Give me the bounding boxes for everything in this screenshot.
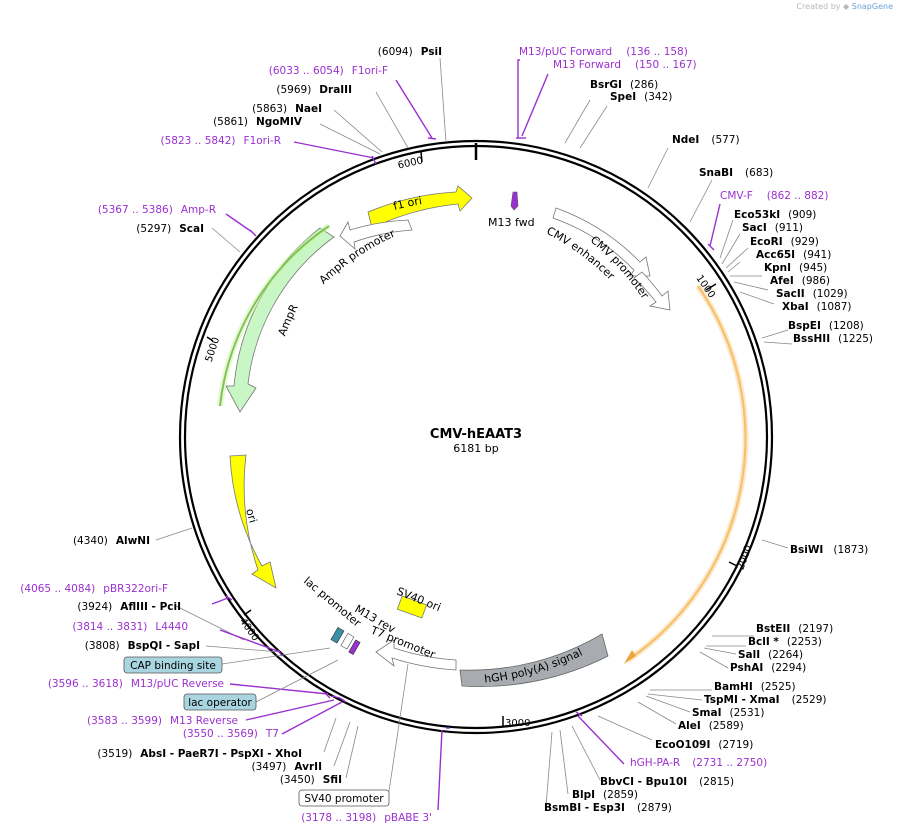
site-kpni[interactable]: KpnI(945) — [764, 262, 827, 274]
feature-sv40-ori[interactable] — [396, 595, 428, 619]
site-ecoo109i[interactable]: EcoO109I(2719) — [655, 739, 753, 751]
primer-t7[interactable]: (3550 .. 3569)T7 — [183, 728, 279, 740]
site-bcli[interactable]: BclI *(2253) — [748, 636, 822, 648]
branding: Created by ◆ SnapGene — [796, 2, 893, 11]
site-sacii[interactable]: SacII(1029) — [776, 288, 848, 300]
feature-arrow-ampr-promoter[interactable] — [339, 219, 413, 251]
site-snabi[interactable]: SnaBI(683) — [699, 167, 773, 179]
site-sfii[interactable]: (3450)SfiI — [280, 774, 342, 786]
site-psii[interactable]: (6094)PsiI — [378, 46, 442, 58]
tick-3000: 3000 — [505, 718, 530, 729]
enzyme-sites-right: BsrGI(286) SpeI(342) NdeI(577) SnaBI(683… — [544, 79, 873, 814]
site-bsteii[interactable]: BstEII(2197) — [756, 623, 833, 635]
feature-arrow-f1-ori[interactable] — [367, 185, 473, 229]
site-absi-xhoi[interactable]: (3519)AbsI - PaeR7I - PspXI - XhoI — [97, 748, 302, 760]
site-alwni[interactable]: (4340)AlwNI — [73, 535, 150, 547]
primer-m13-forward[interactable]: M13 Forward(150 .. 167) — [553, 59, 697, 71]
site-xbai[interactable]: XbaI(1087) — [782, 301, 852, 313]
site-spei[interactable]: SpeI(342) — [610, 91, 672, 103]
primer-f1ori-r[interactable]: (5823 .. 5842)F1ori-R — [161, 135, 281, 147]
site-bsrgi[interactable]: BsrGI(286) — [590, 79, 658, 91]
feature-arrow-hgh-polya[interactable] — [459, 633, 609, 687]
boxed-label-lines — [221, 647, 409, 799]
site-bbvci-bpu10i[interactable]: BbvCI - Bpu10I(2815) — [600, 776, 734, 788]
site-afei[interactable]: AfeI(986) — [770, 275, 830, 287]
lac-operator-box[interactable] — [183, 693, 257, 711]
orf-main-glow — [626, 284, 749, 663]
enzyme-sites-left: (6094)PsiI (5969)DraIII (5863)NaeI (5861… — [73, 46, 442, 786]
primer-hgh-pa-r[interactable]: hGH-PA-R(2731 .. 2750) — [630, 757, 767, 769]
site-saci[interactable]: SacI(911) — [742, 222, 803, 234]
primer-m13-puc-forward[interactable]: M13/pUC Forward(136 .. 158) — [519, 46, 688, 58]
feature-arrow-m13-fwd[interactable] — [510, 191, 519, 211]
plasmid-name: CMV-hEAAT3 — [430, 427, 522, 442]
primer-m13-reverse[interactable]: (3583 .. 3599)M13 Reverse — [87, 715, 238, 727]
cap-binding-site-label: CAP binding site — [130, 660, 216, 672]
feature-label-ampr: AmpR — [276, 302, 301, 338]
site-sali[interactable]: SalI(2264) — [738, 649, 803, 661]
site-bsshii[interactable]: BssHII(1225) — [793, 333, 873, 345]
sv40-promoter-label: SV40 promoter — [304, 793, 384, 805]
feature-label-ori: ori — [243, 507, 259, 524]
feature-label-m13-fwd: M13 fwd — [488, 216, 535, 229]
sv40-promoter-box[interactable] — [298, 789, 390, 807]
orf-main-arrowhead — [624, 650, 636, 664]
site-tspmi-xmai[interactable]: TspMI - XmaI(2529) — [704, 694, 827, 706]
app-name: SnapGene — [851, 2, 893, 11]
site-draiii[interactable]: (5969)DraIII — [276, 84, 352, 96]
site-leader-lines — [155, 57, 793, 807]
feature-lac-operator-block[interactable] — [330, 627, 345, 644]
primer-pbabe-3[interactable]: (3178 .. 3198)pBABE 3' — [301, 812, 432, 824]
site-ndei[interactable]: NdeI(577) — [672, 134, 740, 146]
site-smai[interactable]: SmaI(2531) — [692, 707, 764, 719]
primer-m13-puc-reverse[interactable]: (3596 .. 3618)M13/pUC Reverse — [48, 678, 224, 690]
primer-l4440[interactable]: (3814 .. 3831)L4440 — [72, 621, 188, 633]
site-bspei[interactable]: BspEI(1208) — [788, 320, 864, 332]
tick-marks — [206, 151, 738, 726]
site-scai[interactable]: (5297)ScaI — [136, 223, 204, 235]
feature-arrow-cmv-promoter[interactable] — [633, 271, 671, 311]
feature-arrow-ori[interactable] — [229, 454, 277, 589]
site-bsmbi-esp3i[interactable]: BsmBI - Esp3I(2879) — [544, 802, 672, 814]
site-blpi[interactable]: BlpI(2859) — [572, 789, 638, 801]
site-ngomiv[interactable]: (5861)NgoMIV — [213, 116, 303, 128]
site-pshai[interactable]: PshAI(2294) — [730, 662, 806, 674]
boxed-labels: CAP binding site lac operator SV40 promo… — [123, 656, 390, 807]
site-eco53ki[interactable]: Eco53kI(909) — [734, 209, 816, 221]
primer-labels: M13/pUC Forward(136 .. 158) M13 Forward(… — [20, 46, 828, 824]
orf-ampr-glow — [217, 223, 331, 407]
lac-operator-label: lac operator — [188, 697, 252, 709]
site-alei[interactable]: AleI(2589) — [678, 720, 744, 732]
site-acc65i[interactable]: Acc65I(941) — [756, 249, 831, 261]
tick-6000: 6000 — [397, 155, 424, 171]
features — [217, 185, 749, 687]
feature-lac-promoter-block[interactable] — [340, 633, 355, 650]
feature-label-lac-promoter: lac promoter — [301, 574, 364, 630]
feature-label-f1-ori: f1 ori — [392, 194, 423, 213]
tick-5000: 5000 — [204, 336, 222, 364]
plasmid-size: 6181 bp — [453, 442, 498, 455]
created-by-text: Created by — [796, 2, 841, 11]
primer-cmv-f[interactable]: CMV-F(862 .. 882) — [720, 190, 828, 202]
cap-binding-site-box[interactable] — [123, 656, 223, 674]
site-naei[interactable]: (5863)NaeI — [252, 103, 322, 115]
snapgene-logo-icon: ◆ — [843, 2, 850, 11]
backbone — [178, 139, 774, 735]
feature-m13-rev-block[interactable] — [348, 639, 361, 655]
primer-f1ori-f[interactable]: (6033 .. 6054)F1ori-F — [269, 65, 388, 77]
site-bspqi-sapi[interactable]: (3808)BspQI - SapI — [85, 640, 200, 652]
primer-marks — [211, 59, 721, 811]
site-ecori[interactable]: EcoRI(929) — [750, 236, 819, 248]
site-avrii[interactable]: (3497)AvrII — [251, 761, 322, 773]
primer-pbr322ori-f[interactable]: (4065 .. 4084)pBR322ori-F — [20, 583, 168, 595]
site-bamhi[interactable]: BamHI(2525) — [714, 681, 796, 693]
site-afliii-pcii[interactable]: (3924)AflIII - PciI — [77, 601, 181, 613]
site-bsiwi[interactable]: BsiWI(1873) — [790, 544, 868, 556]
tick-2000: 2000 — [736, 544, 755, 572]
primer-amp-r[interactable]: (5367 .. 5386)Amp-R — [98, 204, 216, 216]
feature-arrow-t7-promoter[interactable] — [375, 639, 457, 671]
